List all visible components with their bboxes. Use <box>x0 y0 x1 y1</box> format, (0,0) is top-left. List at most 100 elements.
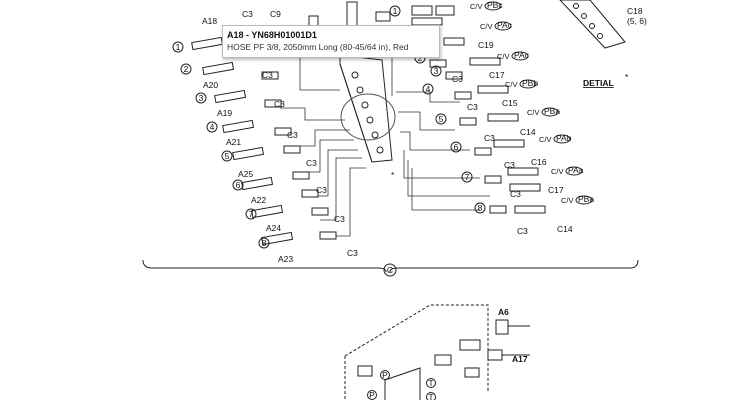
svg-text:PAc: PAc <box>514 50 530 60</box>
svg-text:5: 5 <box>225 151 230 161</box>
item-number-3: 3 <box>195 92 207 104</box>
item-number-1: 1 <box>172 41 184 53</box>
svg-text:7: 7 <box>465 172 470 182</box>
svg-text:T: T <box>428 378 433 388</box>
label-a19: A19 <box>217 108 232 118</box>
left-part-labels[interactable]: A18 A20 A19 A21 A25 A22 A24 A23 <box>202 16 293 264</box>
label-c19: C19 <box>478 40 494 50</box>
right-part-labels[interactable]: C19 C17 C15 C14 C16 C17 C14 <box>478 40 573 234</box>
left-fittings[interactable] <box>191 36 337 246</box>
detail-callout: C18 (5, 6) DETIAL * <box>583 6 647 88</box>
svg-text:C/V: C/V <box>527 108 540 117</box>
manifold-mark: * <box>391 170 395 180</box>
label-a25: A25 <box>238 169 253 179</box>
item-number-r3: 3 <box>430 65 442 77</box>
label-a6: A6 <box>498 307 509 317</box>
svg-text:3: 3 <box>434 66 439 76</box>
item-number-6: 6 <box>232 179 244 191</box>
svg-text:PAa: PAa <box>568 165 584 175</box>
svg-text:6: 6 <box>236 180 241 190</box>
svg-text:PBa: PBa <box>544 106 560 116</box>
svg-text:T: T <box>428 392 433 400</box>
svg-text:8: 8 <box>262 238 267 248</box>
svg-text:C/V: C/V <box>561 196 574 205</box>
section-brace <box>142 259 639 277</box>
svg-text:DETIAL: DETIAL <box>583 78 614 88</box>
svg-text:C3: C3 <box>347 248 358 258</box>
item-number-r8: 8 <box>474 202 486 214</box>
svg-text:C3: C3 <box>262 70 273 80</box>
label-a22: A22 <box>251 195 266 205</box>
svg-text:1: 1 <box>176 42 181 52</box>
svg-text:2: 2 <box>418 53 423 63</box>
item-number-7: 7 <box>245 208 257 220</box>
item-number-8: 8 <box>258 237 270 249</box>
tooltip-title: A18 - YN68H01001D1 <box>227 30 317 40</box>
manifold-block[interactable] <box>339 54 396 163</box>
item-number-r1: 1 <box>389 5 401 17</box>
lower-part-labels[interactable]: A6 A17 <box>498 307 528 364</box>
svg-text:PAb: PAb <box>556 133 572 143</box>
svg-text:C/V: C/V <box>480 22 493 31</box>
detail-manifold[interactable] <box>559 0 626 49</box>
item-number-r7: 7 <box>461 171 473 183</box>
label-a17: A17 <box>512 354 528 364</box>
svg-text:2: 2 <box>184 64 189 74</box>
svg-text:8: 8 <box>478 203 483 213</box>
right-item-numbers: 1 2 3 4 5 6 7 8 <box>389 5 486 214</box>
svg-text:C3: C3 <box>510 189 521 199</box>
svg-text:P: P <box>382 370 388 380</box>
svg-text:7: 7 <box>249 209 254 219</box>
part-tooltip: A18 - YN68H01001D1 HOSE PF 3/8, 2050mm L… <box>222 25 440 58</box>
svg-text:C/V: C/V <box>505 80 518 89</box>
svg-text:3: 3 <box>199 93 204 103</box>
svg-text:PBa: PBa <box>578 194 594 204</box>
item-number-2: 2 <box>180 63 192 75</box>
svg-text:PBb: PBb <box>522 78 538 88</box>
svg-text:5: 5 <box>439 114 444 124</box>
label-a20: A20 <box>203 80 218 90</box>
left-item-numbers: 1 2 3 4 5 6 7 8 <box>172 41 270 249</box>
label-c14: C14 <box>520 127 536 137</box>
item-number-r5: 5 <box>435 113 447 125</box>
right-fittings[interactable] <box>411 17 546 214</box>
svg-text:C3: C3 <box>242 9 253 19</box>
label-c16: C16 <box>531 157 547 167</box>
svg-text:4: 4 <box>210 122 215 132</box>
svg-text:C/V: C/V <box>551 167 564 176</box>
label-c17: C17 <box>489 70 505 80</box>
lower-assembly[interactable] <box>344 304 530 400</box>
item-number-5: 5 <box>221 150 233 162</box>
svg-text:C3: C3 <box>484 133 495 143</box>
svg-text:C3: C3 <box>452 74 463 84</box>
svg-text:PAc: PAc <box>497 20 513 30</box>
section-mark: C <box>387 265 393 275</box>
label-a23: A23 <box>278 254 293 264</box>
label-a21: A21 <box>226 137 241 147</box>
svg-text:(5, 6): (5, 6) <box>627 16 647 26</box>
svg-text:C/V: C/V <box>470 2 483 11</box>
tooltip-description: HOSE PF 3/8, 2050mm Long (80-45/64 in), … <box>227 42 409 52</box>
svg-text:C3: C3 <box>504 160 515 170</box>
item-number-r4: 4 <box>422 83 434 95</box>
item-number-4: 4 <box>206 121 218 133</box>
svg-text:4: 4 <box>426 84 431 94</box>
svg-text:P: P <box>369 390 375 400</box>
svg-text:C/V: C/V <box>497 52 510 61</box>
label-c14b: C14 <box>557 224 573 234</box>
check-valve-marks: C/V PBc C/V PAc C/V PAc C/V PBb C/V PBa … <box>470 0 594 205</box>
label-c15: C15 <box>502 98 518 108</box>
svg-text:C3: C3 <box>274 99 285 109</box>
label-a24: A24 <box>266 223 281 233</box>
fitting-labels: C3 C9 C3 C3 C3 C3 C3 C3 C3 C3 C3 C3 C3 C… <box>242 9 528 258</box>
svg-text:C3: C3 <box>316 185 327 195</box>
lower-port-marks: P P T T <box>367 370 436 400</box>
label-a18: A18 <box>202 16 217 26</box>
svg-text:C18: C18 <box>627 6 643 16</box>
svg-text:C3: C3 <box>306 158 317 168</box>
svg-text:C3: C3 <box>287 130 298 140</box>
item-number-r6: 6 <box>450 141 462 153</box>
svg-text:C3: C3 <box>467 102 478 112</box>
label-c17b: C17 <box>548 185 564 195</box>
